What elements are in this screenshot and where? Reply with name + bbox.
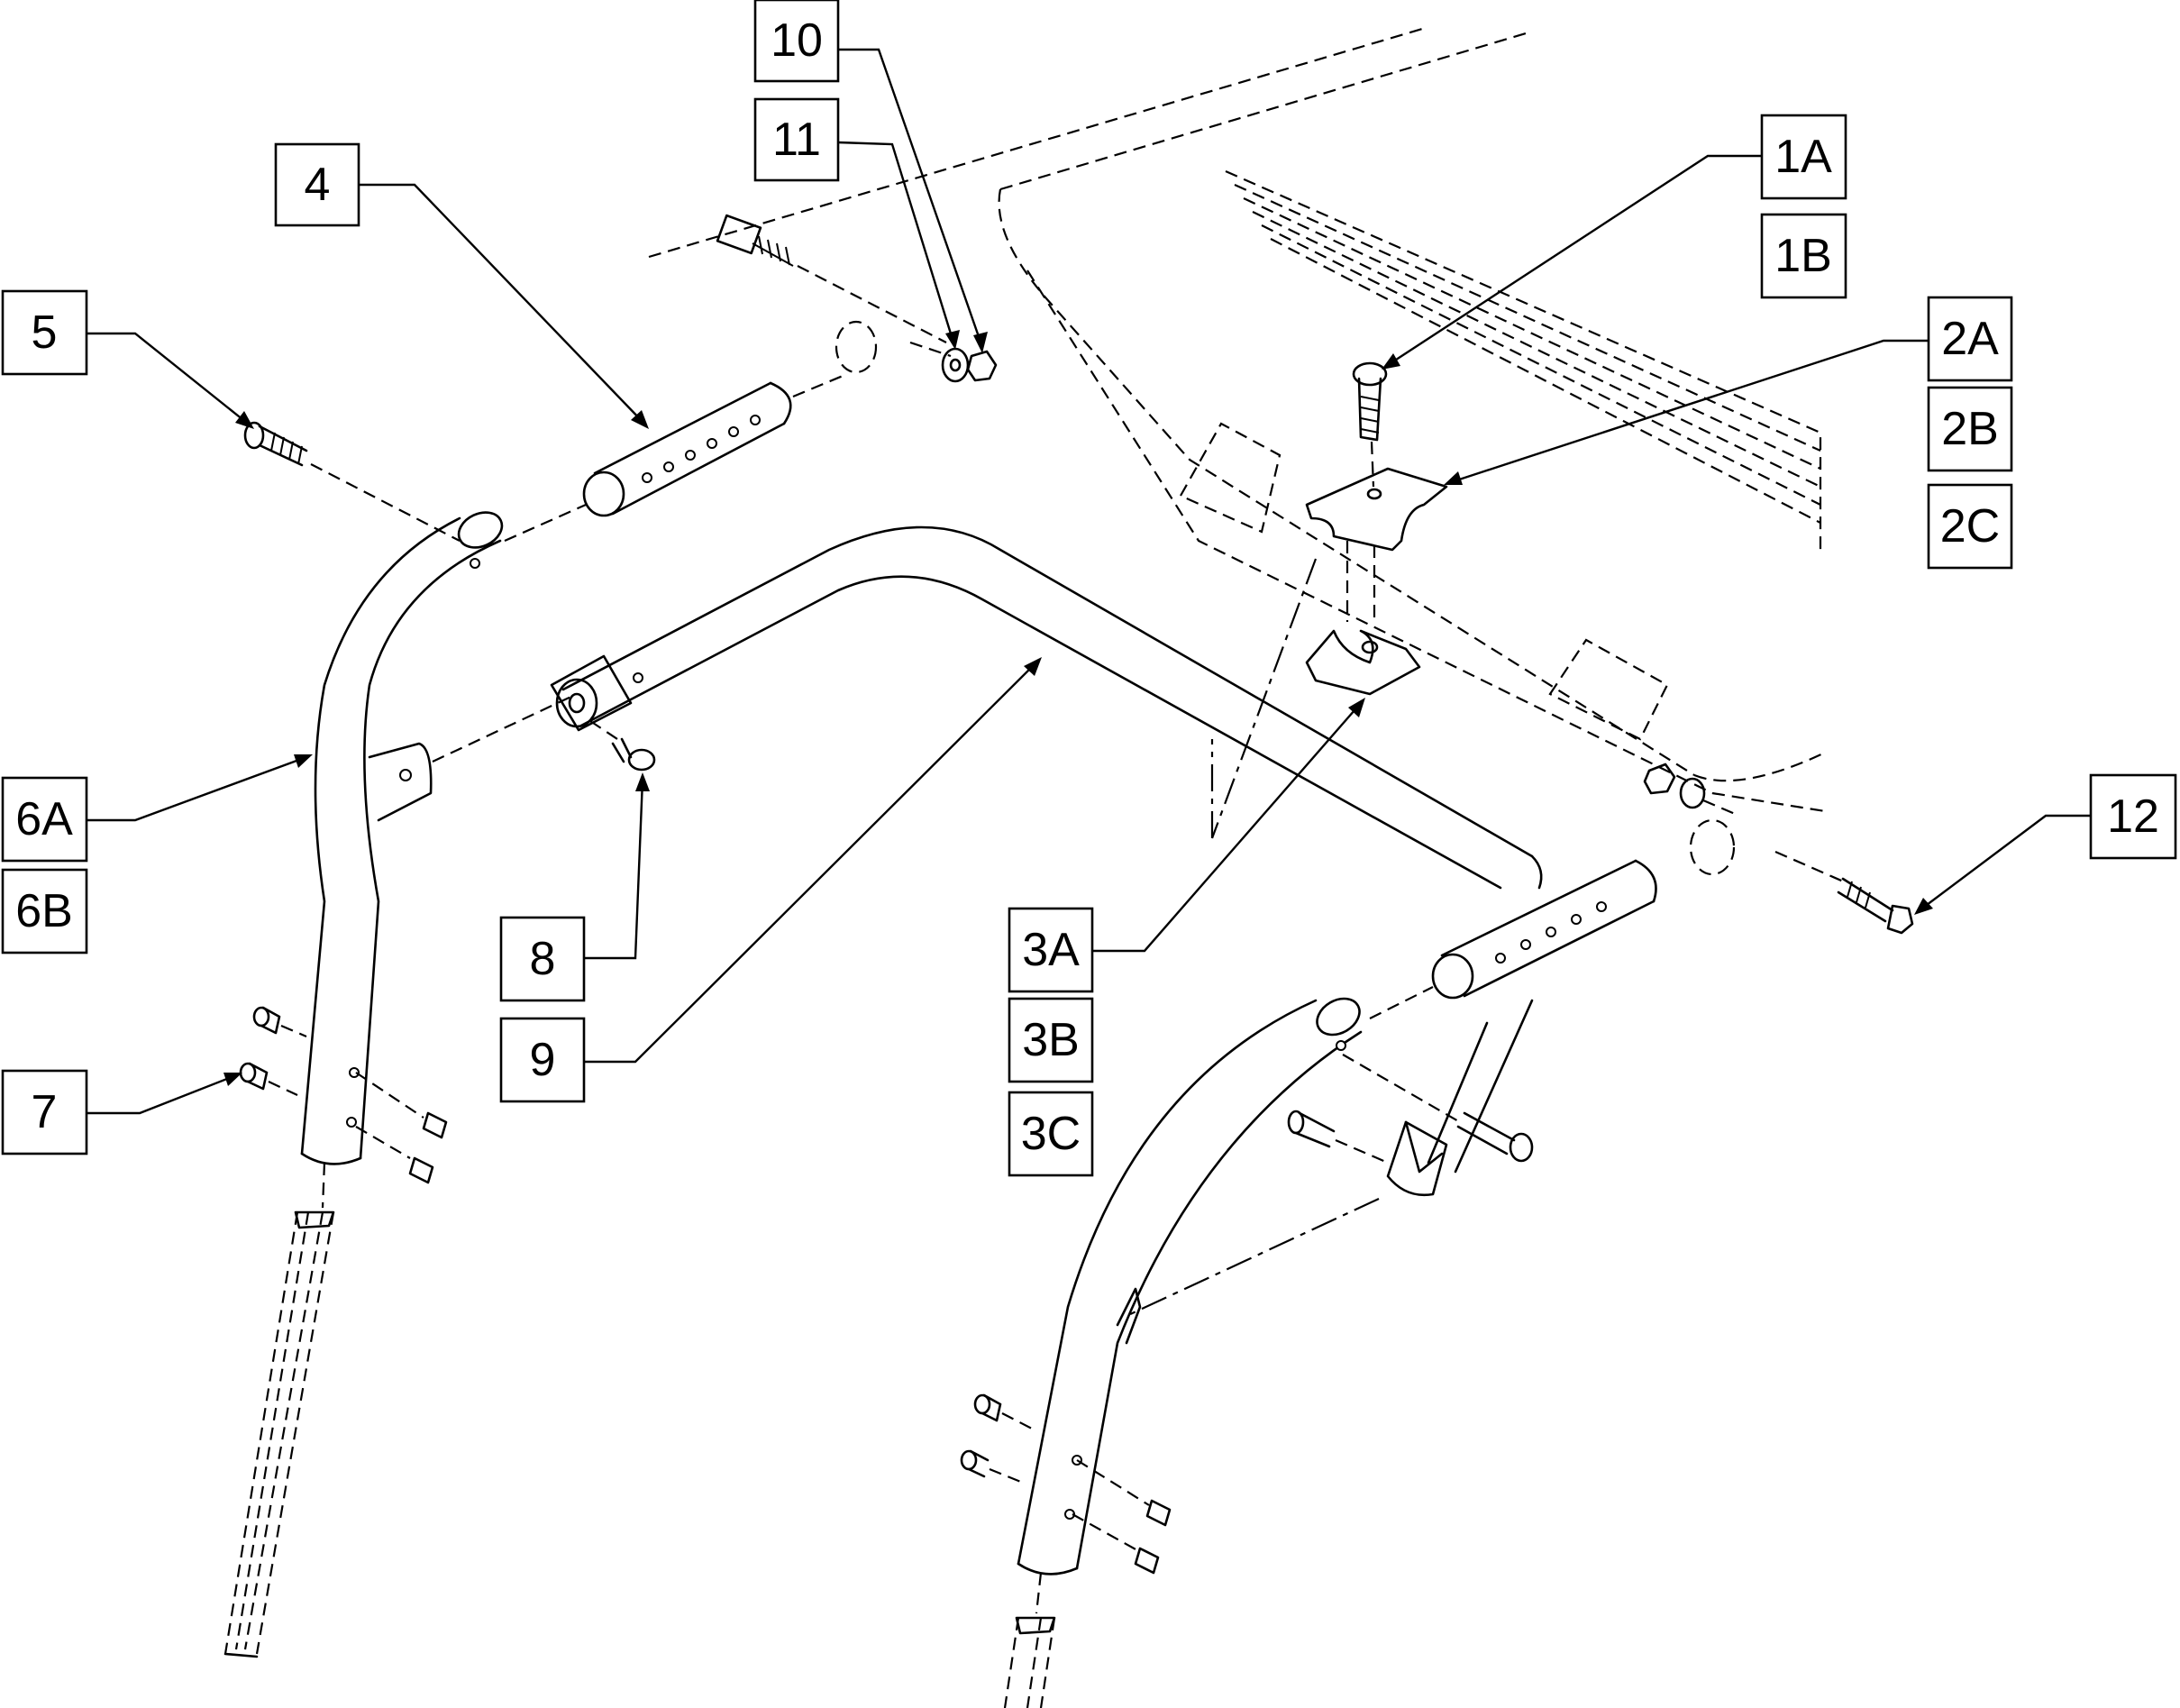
sleeve-tube-right [1369, 818, 1736, 1019]
sleeve-tube-left [504, 372, 848, 543]
callout-3a: 3A [1008, 907, 1094, 993]
frame-phantom [648, 25, 1826, 839]
svg-text:2C: 2C [1940, 500, 2000, 553]
callout-4: 4 [274, 142, 360, 227]
callout-7: 7 [1, 1069, 88, 1155]
set-screws-left [239, 1006, 448, 1184]
svg-text:3C: 3C [1021, 1108, 1081, 1160]
svg-text:9: 9 [530, 1034, 556, 1086]
svg-text:3A: 3A [1022, 924, 1080, 976]
callout-10: 10 [753, 0, 840, 83]
callout-6b: 6B [1, 868, 88, 954]
frame-tube-right [1017, 997, 1534, 1614]
callout-9: 9 [499, 1017, 586, 1103]
callout-1b: 1B [1760, 213, 1847, 299]
callout-2c: 2C [1927, 483, 2013, 570]
callout-5: 5 [1, 289, 88, 376]
svg-text:1B: 1B [1774, 230, 1832, 282]
svg-text:1A: 1A [1774, 131, 1832, 183]
clamp-assembly [1305, 361, 1448, 696]
leader-lines [87, 48, 2091, 1115]
washer-nut-top [835, 320, 998, 383]
frame-tube-left [300, 511, 578, 1209]
callout-6a: 6A [1, 776, 88, 863]
svg-text:6B: 6B [15, 885, 73, 937]
svg-text:4: 4 [305, 159, 331, 211]
svg-text:8: 8 [530, 933, 556, 985]
crossbar [550, 525, 1543, 890]
strut-bolts-right [1287, 1110, 1534, 1165]
svg-text:3B: 3B [1022, 1014, 1080, 1066]
shoulder-bolt [589, 720, 656, 772]
callout-1a: 1A [1760, 114, 1847, 200]
svg-text:12: 12 [2107, 790, 2159, 843]
callout-8: 8 [499, 916, 586, 1002]
post-left-phantom [223, 1210, 335, 1658]
bolt-top-left [716, 214, 947, 343]
callout-11: 11 [753, 97, 840, 182]
svg-text:11: 11 [772, 114, 821, 166]
svg-text:10: 10 [771, 14, 823, 67]
bolt-left [243, 421, 461, 542]
callout-3b: 3B [1008, 997, 1094, 1083]
callout-2a: 2A [1927, 296, 2013, 382]
svg-text:2A: 2A [1941, 313, 1999, 365]
bolt-right [1643, 763, 1914, 935]
svg-text:5: 5 [32, 306, 58, 359]
svg-text:6A: 6A [15, 793, 73, 845]
callout-2b: 2B [1927, 386, 2013, 472]
svg-text:2B: 2B [1941, 403, 1999, 455]
set-screws-right [960, 1393, 1172, 1575]
callout-12: 12 [2089, 773, 2177, 860]
svg-text:7: 7 [32, 1086, 58, 1138]
post-right-phantom [1003, 1616, 1056, 1708]
callout-3c: 3C [1008, 1091, 1094, 1177]
